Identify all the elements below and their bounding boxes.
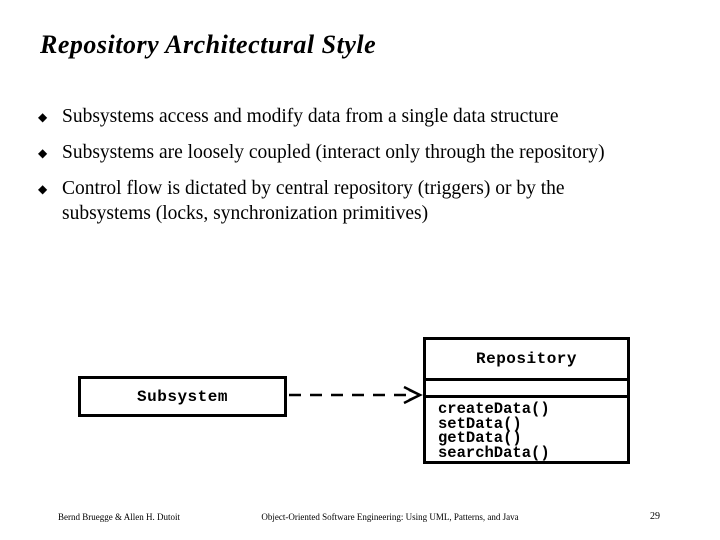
bullet-text: Subsystems access and modify data from a… xyxy=(62,106,559,127)
bullet-item: ◆ Subsystems access and modify data from… xyxy=(38,104,650,130)
repository-operation: searchData() xyxy=(438,443,550,462)
repository-attributes-compartment xyxy=(426,381,627,398)
repository-operation: createData() xyxy=(438,400,550,418)
footer-authors: Bernd Bruegge & Allen H. Dutoit xyxy=(58,512,180,522)
bullet-item: ◆ Control flow is dictated by central re… xyxy=(38,176,650,226)
subsystem-label: Subsystem xyxy=(137,387,228,406)
repository-box: Repository createData() setData() getDat… xyxy=(423,337,630,464)
diamond-bullet-icon: ◆ xyxy=(38,146,48,160)
dependency-arrow xyxy=(289,385,423,405)
repository-operation: setData() xyxy=(438,414,522,433)
subsystem-box: Subsystem xyxy=(78,376,287,417)
repository-operation: getData() xyxy=(438,429,522,447)
bullet-text: Control flow is dictated by central repo… xyxy=(62,178,565,224)
repository-label: Repository xyxy=(475,350,577,368)
diamond-bullet-icon: ◆ xyxy=(38,110,48,124)
bullet-list: ◆ Subsystems access and modify data from… xyxy=(38,104,650,236)
bullet-text: Subsystems are loosely coupled (interact… xyxy=(62,142,605,163)
repository-operations-compartment: createData() setData() getData() searchD… xyxy=(426,398,627,461)
diamond-bullet-icon: ◆ xyxy=(38,182,48,196)
footer-page-number: 29 xyxy=(650,511,660,522)
repository-name-compartment: Repository xyxy=(426,340,627,381)
bullet-item: ◆ Subsystems are loosely coupled (intera… xyxy=(38,140,650,166)
slide-title: Repository Architectural Style xyxy=(40,30,377,59)
footer-book-title: Object-Oriented Software Engineering: Us… xyxy=(261,512,519,522)
